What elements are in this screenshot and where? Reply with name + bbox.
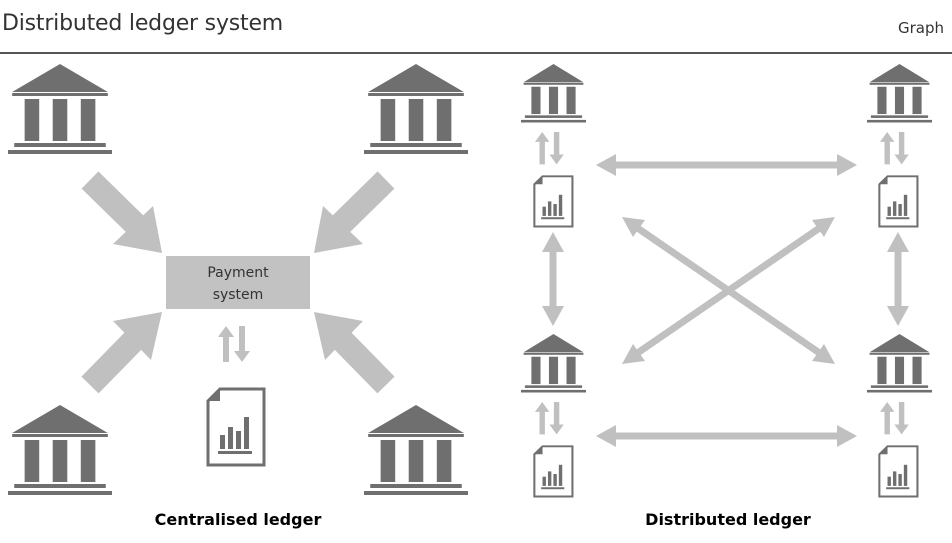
bank-icon <box>867 334 932 393</box>
updown-arrow-icon <box>880 132 909 165</box>
bank-icon <box>867 64 932 123</box>
ledger-document-icon <box>878 175 919 228</box>
page-title: Distributed ledger system <box>2 11 284 36</box>
arrow-bottom-right-to-hub <box>314 312 395 394</box>
bank-icon <box>8 64 112 154</box>
centralised-ledger-caption: Centralised ledger <box>154 510 322 529</box>
updown-arrow-icon <box>218 326 250 362</box>
payment-system-label: Payment system <box>166 262 310 306</box>
arrow-bottom-left-to-hub <box>81 312 162 394</box>
title-divider <box>0 52 952 54</box>
updown-arrow-icon <box>535 132 564 165</box>
arrow-horizontal-top <box>596 154 857 176</box>
bank-icon <box>521 64 586 123</box>
payment-system-label-line2: system <box>212 287 264 303</box>
bank-icon <box>364 405 468 495</box>
ledger-document-icon <box>878 445 919 498</box>
payment-system-label-line1: Payment <box>207 265 269 281</box>
arrow-top-right-to-hub <box>314 171 395 253</box>
updown-arrow-icon <box>535 402 564 435</box>
ledger-document-icon <box>533 445 574 498</box>
ledger-document-icon <box>533 175 574 228</box>
arrow-diagonal-b <box>622 217 835 364</box>
distributed-ledger-section <box>521 64 932 498</box>
updown-arrow-icon <box>880 402 909 435</box>
bank-icon <box>364 64 468 154</box>
centralised-ledger-section <box>8 64 468 495</box>
distributed-ledger-caption: Distributed ledger <box>645 510 811 529</box>
arrow-vertical-right <box>887 232 909 326</box>
payment-system-hub <box>166 256 310 309</box>
ledger-document-icon <box>206 387 266 467</box>
bank-icon <box>8 405 112 495</box>
arrow-vertical-left <box>542 232 564 326</box>
arrow-top-left-to-hub <box>81 171 162 253</box>
page-tag: Graph <box>897 19 944 37</box>
arrow-horizontal-bottom <box>596 425 857 447</box>
bank-icon <box>521 334 586 393</box>
